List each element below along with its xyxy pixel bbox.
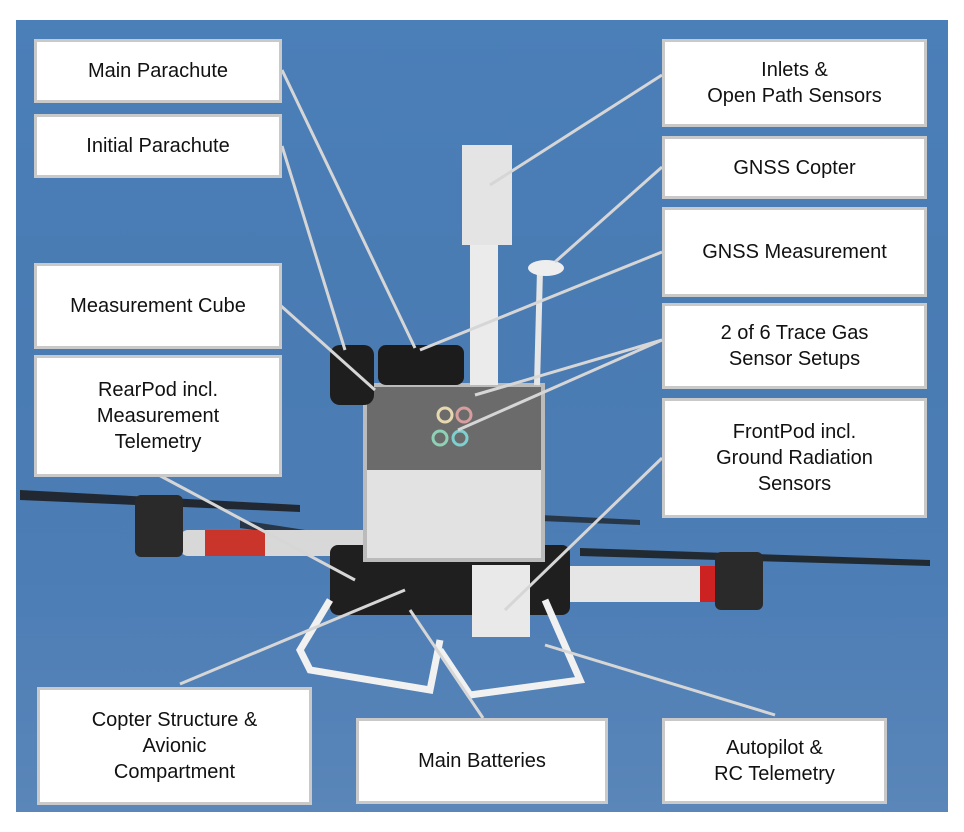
parachute-pack	[378, 345, 464, 385]
sensor-ring-3	[431, 429, 449, 447]
callout-gnss-measurement: GNSS Measurement	[662, 207, 927, 297]
callout-copter-structure: Copter Structure & Avionic Compartment	[37, 687, 312, 805]
leader-copter-structure	[179, 588, 406, 686]
leader-trace-gas-2	[457, 338, 663, 432]
callout-rearpod: RearPod incl. Measurement Telemetry	[34, 355, 282, 477]
leader-gnss-measurement	[419, 250, 663, 352]
callout-frontpod: FrontPod incl. Ground Radiation Sensors	[662, 398, 927, 518]
sensor-ring-1	[436, 406, 454, 424]
measurement-cube-lower	[365, 470, 543, 560]
label-copter-structure: Copter Structure & Avionic Compartment	[91, 709, 258, 783]
leader-lines	[154, 69, 776, 719]
left-motor	[135, 495, 183, 557]
callout-gnss-copter: GNSS Copter	[662, 136, 927, 199]
measurement-cube-upper	[365, 385, 543, 470]
leader-autopilot	[544, 643, 776, 717]
leader-gnss-copter	[554, 165, 663, 264]
callout-autopilot: Autopilot & RC Telemetry	[662, 718, 887, 804]
leader-initial-parachute	[280, 145, 347, 351]
sensor-ring-4	[451, 429, 469, 447]
callout-main-batteries: Main Batteries	[356, 718, 608, 804]
right-motor	[715, 552, 763, 610]
leader-inlets	[489, 73, 663, 187]
rotor-right-blade-2	[540, 515, 640, 525]
label-main-batteries: Main Batteries	[418, 750, 546, 772]
landing-gear-left	[296, 598, 444, 695]
callout-initial-parachute: Initial Parachute	[34, 114, 282, 178]
leader-main-batteries	[408, 609, 485, 719]
leader-trace-gas-1	[474, 338, 663, 397]
callout-trace-gas: 2 of 6 Trace Gas Sensor Setups	[662, 303, 927, 389]
gnss-mast	[534, 269, 543, 386]
label-autopilot: Autopilot & RC Telemetry	[714, 737, 835, 785]
sensor-ring-2	[455, 406, 473, 424]
leader-frontpod	[503, 456, 664, 612]
callout-measurement-cube: Measurement Cube	[34, 263, 282, 349]
label-gnss-copter: GNSS Copter	[733, 156, 856, 179]
leader-measurement-cube	[278, 303, 377, 392]
label-rearpod: RearPod incl. Measurement Telemetry	[96, 379, 220, 453]
landing-gear-right	[437, 598, 586, 699]
frontpod-box	[472, 565, 530, 637]
label-trace-gas: 2 of 6 Trace Gas Sensor Setups	[720, 322, 869, 370]
label-gnss-measurement: GNSS Measurement	[702, 241, 887, 263]
leader-rearpod	[154, 471, 356, 582]
left-arm-band	[205, 530, 265, 556]
label-inlets: Inlets & Open Path Sensors	[707, 59, 882, 107]
callout-inlets: Inlets & Open Path Sensors	[662, 39, 927, 127]
inlet-mast	[462, 145, 512, 245]
label-measurement-cube: Measurement Cube	[70, 295, 246, 317]
gnss-antenna	[528, 260, 564, 276]
label-frontpod: FrontPod incl. Ground Radiation Sensors	[716, 421, 873, 495]
callout-main-parachute: Main Parachute	[34, 39, 282, 103]
leader-main-parachute	[280, 69, 417, 349]
label-initial-parachute: Initial Parachute	[86, 135, 230, 157]
label-main-parachute: Main Parachute	[87, 60, 229, 82]
inlet-tube	[470, 245, 498, 385]
